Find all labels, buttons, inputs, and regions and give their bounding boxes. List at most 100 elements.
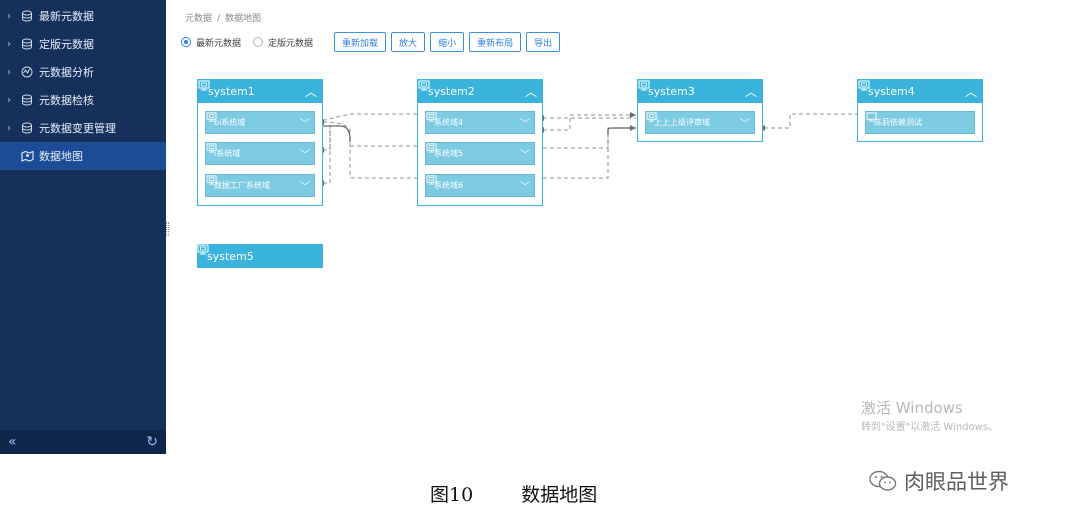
toolbar: 最新元数据 定版元数据 重新加载 放大 缩小 重新布局 导出	[181, 32, 565, 52]
system-node-system4[interactable]: system4 ︿ 陈莉依赖测试	[857, 79, 983, 142]
radio-latest-metadata[interactable]: 最新元数据	[181, 36, 241, 49]
domain-label: 陈莉依赖测试	[874, 118, 922, 127]
chevron-down-icon[interactable]: ﹀	[300, 182, 310, 193]
figure-title: 数据地图	[521, 484, 598, 506]
link-domain6-to-review	[536, 130, 609, 179]
chevron-right-icon: ›	[7, 38, 11, 50]
system-title: system3	[648, 85, 695, 98]
chevron-right-icon: ›	[7, 10, 11, 22]
map-icon	[20, 149, 34, 163]
export-button[interactable]: 导出	[526, 32, 561, 52]
breadcrumb: 元数据 / 数据地图	[185, 11, 261, 24]
system-node-system1[interactable]: system1 ︿ bi系统域 ﹀ i系统域 ﹀ 数据工厂系统域 ﹀	[197, 79, 323, 206]
sidebar-item-label: 数据地图	[39, 150, 83, 163]
activation-watermark-title: 激活 Windows	[861, 399, 963, 417]
sidebar-item-fixed-metadata[interactable]: › 定版元数据	[0, 30, 166, 58]
domain-label: 系统域5	[434, 149, 464, 158]
zoom-in-button[interactable]: 放大	[391, 32, 426, 52]
domain-label: 上上上级评审域	[654, 118, 710, 127]
sidebar-item-metadata-change[interactable]: › 元数据变更管理	[0, 114, 166, 142]
system-header[interactable]: system2 ︿	[418, 80, 542, 103]
database-icon	[20, 9, 34, 23]
figure-caption: 图10 数据地图	[430, 480, 597, 507]
arrow-head-icon	[630, 125, 636, 131]
chevron-right-icon: ›	[7, 66, 11, 78]
sidebar-resize-handle[interactable]	[166, 222, 169, 236]
chevron-up-icon[interactable]: ︿	[744, 85, 757, 99]
chevron-up-icon[interactable]: ︿	[524, 85, 537, 99]
domain-label: 数据工厂系统域	[214, 181, 270, 190]
sidebar-item-label: 最新元数据	[39, 10, 94, 23]
sidebar-item-label: 元数据分析	[39, 66, 94, 79]
domain-label: i系统域	[214, 149, 241, 158]
chevron-down-icon[interactable]: ﹀	[520, 182, 530, 193]
sidebar-item-metadata-check[interactable]: › 元数据检核	[0, 86, 166, 114]
chevron-down-icon[interactable]: ﹀	[740, 119, 750, 130]
system-node-system5[interactable]: system5	[197, 244, 323, 268]
domain-node[interactable]: i系统域 ﹀	[205, 142, 315, 165]
chevron-up-icon[interactable]: ︿	[304, 85, 317, 99]
chevron-down-icon[interactable]: ﹀	[300, 119, 310, 130]
radio-label: 定版元数据	[268, 38, 314, 49]
domain-node[interactable]: 陈莉依赖测试	[865, 111, 975, 134]
sidebar-item-latest-metadata[interactable]: › 最新元数据	[0, 2, 166, 30]
system-header[interactable]: system1 ︿	[198, 80, 322, 103]
system-title: system5	[207, 249, 254, 263]
chevron-down-icon[interactable]: ﹀	[520, 119, 530, 130]
link-bi-to-domain6	[315, 121, 424, 179]
domain-label: bi系统域	[214, 118, 246, 127]
radio-label: 最新元数据	[196, 38, 242, 49]
chevron-up-icon[interactable]: ︿	[964, 85, 977, 99]
domain-label: 系统域4	[434, 118, 464, 127]
collapse-sidebar-icon[interactable]: «	[8, 434, 17, 450]
relayout-button[interactable]: 重新布局	[469, 32, 522, 52]
system-node-system3[interactable]: system3 ︿ 上上上级评审域 ﹀	[637, 79, 763, 142]
link-domain4-to-review-alt	[536, 114, 636, 131]
system-header[interactable]: system3 ︿	[638, 80, 762, 103]
breadcrumb-current: 数据地图	[225, 14, 262, 24]
radio-checked-icon	[181, 37, 191, 47]
sidebar-item-data-map[interactable]: › 数据地图	[0, 142, 166, 170]
figure-number: 图10	[430, 484, 474, 506]
chart-pulse-icon	[20, 65, 34, 79]
system-header[interactable]: system4 ︿	[858, 80, 982, 103]
wechat-icon	[868, 470, 898, 492]
refresh-icon[interactable]: ↻	[146, 434, 158, 450]
sidebar-item-label: 元数据检核	[39, 94, 94, 107]
sidebar-item-label: 元数据变更管理	[39, 122, 116, 135]
radio-unchecked-icon	[253, 37, 264, 47]
database-icon	[20, 93, 34, 107]
domain-node[interactable]: 系统域5 ﹀	[425, 142, 535, 165]
system-node-system2[interactable]: system2 ︿ 系统域4 ﹀ 系统域5 ﹀ 系统域6 ﹀	[417, 79, 543, 206]
chevron-right-icon: ›	[7, 122, 11, 134]
brand-watermark: 肉眼品世界	[868, 466, 1009, 496]
sidebar: › 最新元数据 › 定版元数据 › 元数据分析 › 元数据检核 › 元数据变更管…	[0, 0, 166, 454]
chevron-down-icon[interactable]: ﹀	[300, 150, 310, 161]
breadcrumb-root[interactable]: 元数据	[185, 14, 213, 24]
domain-node[interactable]: bi系统域 ﹀	[205, 111, 315, 134]
link-solid-review	[607, 127, 636, 135]
chevron-down-icon[interactable]: ﹀	[520, 150, 530, 161]
link-domain5-to-review	[536, 127, 636, 149]
system-title: system2	[428, 85, 475, 98]
domain-node[interactable]: 上上上级评审域 ﹀	[645, 111, 755, 134]
database-icon	[20, 121, 34, 135]
domain-node[interactable]: 系统域6 ﹀	[425, 174, 535, 197]
system-title: system1	[208, 85, 255, 98]
domain-label: 系统域6	[434, 181, 464, 190]
sidebar-item-metadata-analysis[interactable]: › 元数据分析	[0, 58, 166, 86]
sidebar-footer: « ↻	[0, 430, 166, 454]
brand-name: 肉眼品世界	[904, 470, 1009, 494]
system-title: system4	[868, 85, 915, 98]
domain-node[interactable]: 数据工厂系统域 ﹀	[205, 174, 315, 197]
domain-node[interactable]: 系统域4 ﹀	[425, 111, 535, 134]
radio-fixed-metadata[interactable]: 定版元数据	[253, 36, 313, 49]
arrow-head-icon	[630, 112, 636, 118]
database-icon	[20, 37, 34, 51]
zoom-out-button[interactable]: 缩小	[430, 32, 465, 52]
reload-button[interactable]: 重新加载	[334, 32, 387, 52]
activation-watermark-subtitle: 转到"设置"以激活 Windows。	[861, 422, 999, 433]
link-review-to-test	[757, 113, 864, 129]
breadcrumb-separator: /	[217, 14, 221, 24]
